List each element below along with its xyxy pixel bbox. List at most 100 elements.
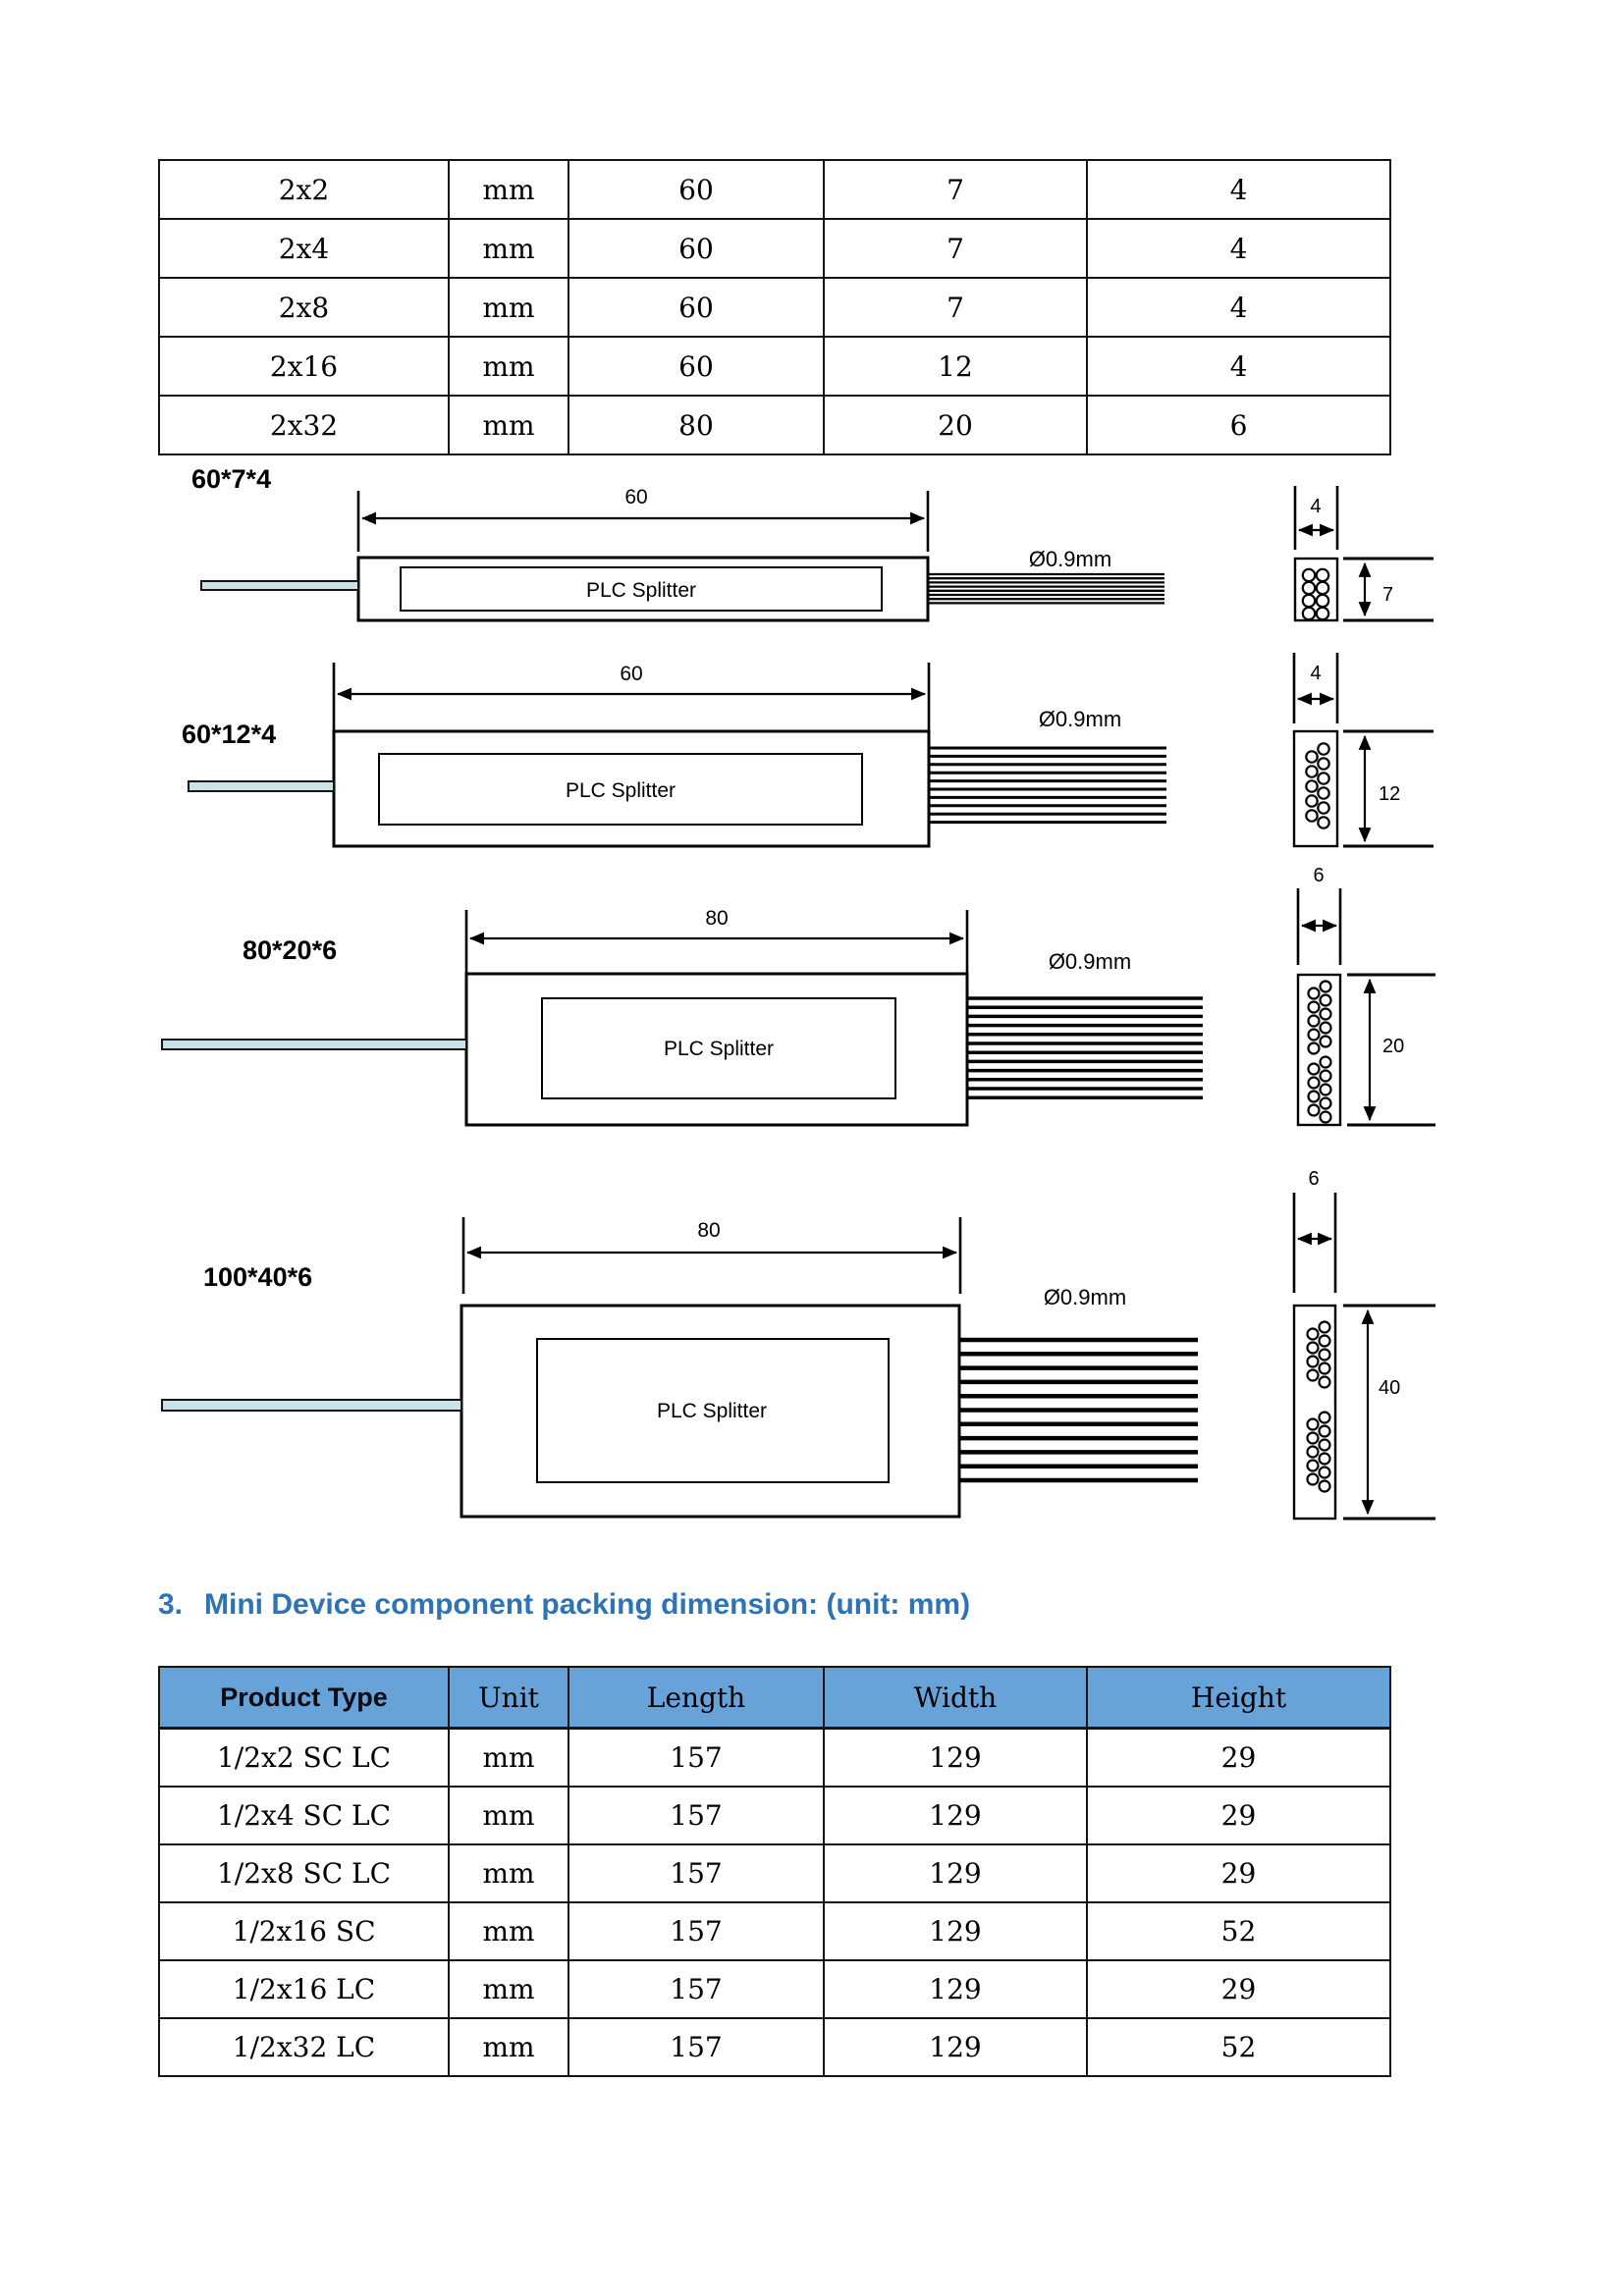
cs-width-value: 6 [1308, 1168, 1319, 1190]
cell-width: 12 [823, 336, 1088, 397]
cross-section [1292, 729, 1339, 848]
cell-product-type: 2x8 [158, 277, 450, 338]
packing-dimension-table: Product Type Unit Length Width Height 1/… [158, 1666, 1391, 2077]
cell-product-type: 1/2x2 SC LC [158, 1727, 450, 1788]
length-dim-value: 80 [697, 1219, 720, 1242]
table-row: 1/2x16 SC mm 157 129 52 [158, 1901, 1391, 1961]
cell-height: 4 [1086, 218, 1391, 279]
cross-section [1292, 1304, 1337, 1521]
cell-product-type: 1/2x4 SC LC [158, 1786, 450, 1845]
cell-product-type: 2x4 [158, 218, 450, 279]
cell-length: 60 [568, 218, 825, 279]
diagram-100x40x6: 100*40*6 80 PLC Splitter Ø0.9mm [161, 1168, 1435, 1521]
output-fiber-ribbon [929, 746, 1166, 825]
cs-height-value: 20 [1382, 1036, 1404, 1057]
fiber-diameter-label: Ø0.9mm [1039, 707, 1121, 731]
cross-section [1296, 973, 1342, 1127]
table-row: 2x16 mm 60 12 4 [158, 336, 1391, 397]
input-fiber [161, 1399, 462, 1412]
cs-height-value: 7 [1382, 584, 1393, 606]
cell-unit: mm [448, 159, 569, 220]
cell-length: 157 [568, 1786, 825, 1845]
cell-height: 52 [1086, 2017, 1391, 2077]
cell-length: 80 [568, 395, 825, 455]
diagram-size-label: 60*7*4 [191, 464, 271, 494]
cell-length: 157 [568, 1727, 825, 1788]
output-fiber-ribbon [959, 1337, 1198, 1483]
device-dimension-table: 2x2 mm 60 7 4 2x4 mm 60 7 4 2x8 mm 60 7 … [158, 159, 1391, 455]
header-width: Width [823, 1666, 1088, 1730]
cell-height: 4 [1086, 159, 1391, 220]
splitter-device-label: PLC Splitter [664, 1038, 774, 1060]
cell-length: 60 [568, 277, 825, 338]
cell-width: 129 [823, 1901, 1088, 1961]
cell-unit: mm [448, 277, 569, 338]
table-row: 1/2x16 LC mm 157 129 29 [158, 1959, 1391, 2019]
fiber-cross-section-circles [1301, 567, 1330, 621]
cell-height: 4 [1086, 336, 1391, 397]
section-heading: 3.Mini Device component packing dimensio… [158, 1588, 970, 1622]
fiber-cross-section-circles [1306, 1320, 1331, 1493]
cell-height: 29 [1086, 1786, 1391, 1845]
cell-unit: mm [448, 1786, 569, 1845]
input-fiber [200, 580, 359, 591]
cs-width-value: 4 [1310, 496, 1321, 517]
cell-width: 20 [823, 395, 1088, 455]
input-fiber [161, 1039, 467, 1050]
splitter-inner-box [378, 753, 863, 826]
cell-width: 129 [823, 1959, 1088, 2019]
table-row: 2x8 mm 60 7 4 [158, 277, 1391, 338]
output-fiber-ribbon [967, 996, 1203, 1099]
cell-product-type: 2x2 [158, 159, 450, 220]
cell-height: 29 [1086, 1727, 1391, 1788]
cell-product-type: 1/2x16 SC [158, 1901, 450, 1961]
cell-product-type: 1/2x16 LC [158, 1959, 450, 2019]
table-row: 1/2x2 SC LC mm 157 129 29 [158, 1727, 1391, 1788]
length-dim-value: 80 [705, 907, 728, 930]
cell-unit: mm [448, 1727, 569, 1788]
diagram-size-label: 100*40*6 [203, 1262, 312, 1292]
splitter-inner-box [400, 566, 883, 612]
cell-unit: mm [448, 395, 569, 455]
header-unit: Unit [448, 1666, 569, 1730]
header-product-type: Product Type [158, 1666, 450, 1730]
cell-length: 157 [568, 1959, 825, 2019]
cell-unit: mm [448, 1843, 569, 1903]
fiber-diameter-label: Ø0.9mm [1029, 547, 1111, 571]
cell-product-type: 1/2x32 LC [158, 2017, 450, 2077]
header-height: Height [1086, 1666, 1391, 1730]
section-number: 3. [158, 1588, 184, 1621]
header-length: Length [568, 1666, 825, 1730]
cell-unit: mm [448, 1959, 569, 2019]
cell-unit: mm [448, 218, 569, 279]
cell-width: 7 [823, 277, 1088, 338]
diagram-60x7x4: 60*7*4 60 PLC Splitter Ø0.9mm 4 [191, 464, 1434, 622]
splitter-device-label: PLC Splitter [566, 779, 676, 802]
cell-height: 52 [1086, 1901, 1391, 1961]
table-row: 1/2x8 SC LC mm 157 129 29 [158, 1843, 1391, 1903]
diagram-size-label: 80*20*6 [243, 935, 337, 965]
cs-height-value: 40 [1379, 1377, 1400, 1399]
diagram-60x12x4: 60*12*4 60 PLC Splitter Ø0.9mm 4 [182, 653, 1434, 848]
splitter-inner-box [541, 997, 896, 1099]
cell-width: 129 [823, 1843, 1088, 1903]
cell-width: 7 [823, 159, 1088, 220]
splitter-inner-box [536, 1338, 890, 1483]
input-fiber [188, 780, 335, 792]
table-row: 2x2 mm 60 7 4 [158, 159, 1391, 220]
table-header-row: Product Type Unit Length Width Height [158, 1666, 1391, 1730]
cell-height: 29 [1086, 1843, 1391, 1903]
cell-product-type: 1/2x8 SC LC [158, 1843, 450, 1903]
cs-width-value: 4 [1310, 663, 1321, 684]
cell-product-type: 2x16 [158, 336, 450, 397]
cell-unit: mm [448, 336, 569, 397]
splitter-device-label: PLC Splitter [657, 1400, 767, 1422]
cell-height: 29 [1086, 1959, 1391, 2019]
diagram-size-label: 60*12*4 [182, 720, 276, 749]
cell-height: 6 [1086, 395, 1391, 455]
cell-width: 129 [823, 1727, 1088, 1788]
fiber-diameter-label: Ø0.9mm [1049, 949, 1131, 974]
table-row: 1/2x4 SC LC mm 157 129 29 [158, 1786, 1391, 1845]
output-fiber-ribbon [928, 572, 1164, 605]
